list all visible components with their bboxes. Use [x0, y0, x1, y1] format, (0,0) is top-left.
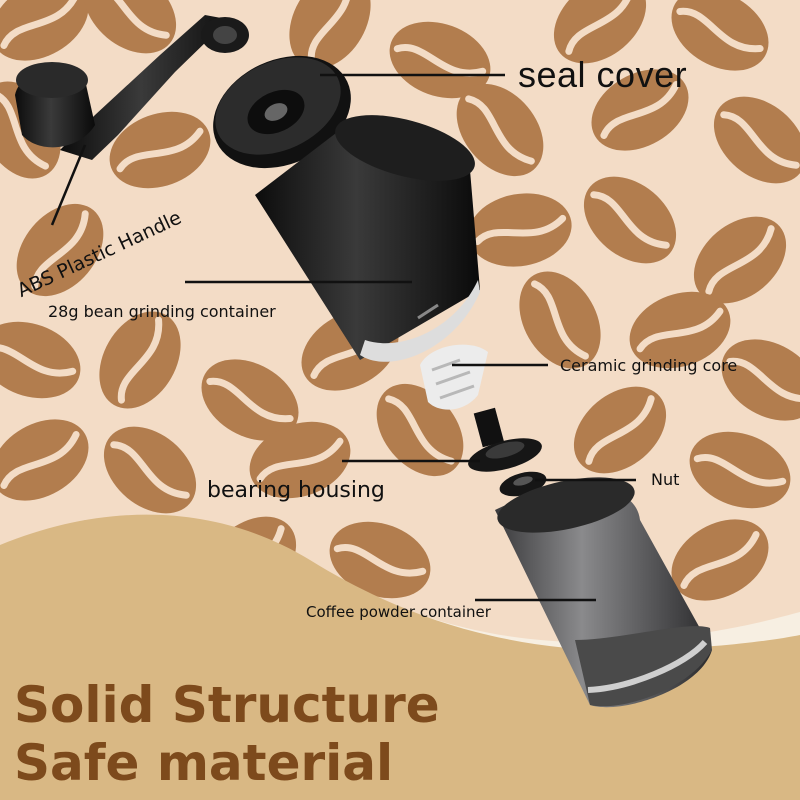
ceramic-core-label: Ceramic grinding core: [560, 356, 738, 375]
coffee-bean: [693, 216, 787, 304]
coffee-bean: [389, 21, 491, 99]
coffee-powder-container-illustration: [495, 477, 712, 708]
coffee-bean: [289, 0, 371, 69]
coffee-bean: [109, 111, 211, 189]
coffee-bean: [103, 426, 197, 514]
coffee-bean: [583, 176, 677, 264]
coffee-bean: [83, 0, 177, 54]
bean-container-label: 28g bean grinding container: [48, 302, 276, 321]
label-leader-lines: [50, 73, 636, 602]
coffee-bean: [629, 291, 731, 369]
seal-cover-label: seal cover: [518, 54, 688, 95]
coffee-bean: [201, 359, 299, 441]
coffee-bean: [713, 96, 800, 184]
coffee-bean: [249, 421, 351, 499]
coffee-bean: [689, 431, 791, 509]
abs-plastic-handle-illustration: [15, 15, 249, 160]
bearing-housing-label: bearing housing: [207, 478, 385, 503]
ceramic-grinding-core-illustration: [420, 344, 488, 410]
coffee-bean: [329, 521, 431, 599]
coffee-bean: [573, 386, 667, 474]
coffee-bean: [468, 193, 572, 267]
coffee-bean: [16, 203, 104, 297]
nut-label: Nut: [651, 470, 680, 489]
coffee-bean: [0, 0, 89, 61]
headline-line-2: Safe material: [14, 734, 394, 792]
bearing-housing-illustration: [468, 407, 542, 472]
coffee-bean: [721, 339, 800, 421]
coffee-bean: [553, 0, 647, 64]
coffee-bean: [99, 311, 181, 409]
coffee-bean: [0, 419, 89, 501]
coffee-bean: [671, 519, 769, 601]
coffee-bean: [0, 321, 81, 399]
coffee-bean: [591, 69, 689, 151]
coffee-bean: [519, 271, 601, 369]
powder-container-label: Coffee powder container: [306, 603, 491, 621]
bean-grinding-container-illustration: [255, 115, 480, 362]
coffee-bean: [671, 0, 769, 71]
seal-cover-illustration: [213, 55, 351, 169]
headline-line-1: Solid Structure: [14, 676, 440, 734]
bottom-wave: [0, 514, 800, 800]
coffee-bean: [456, 83, 544, 177]
